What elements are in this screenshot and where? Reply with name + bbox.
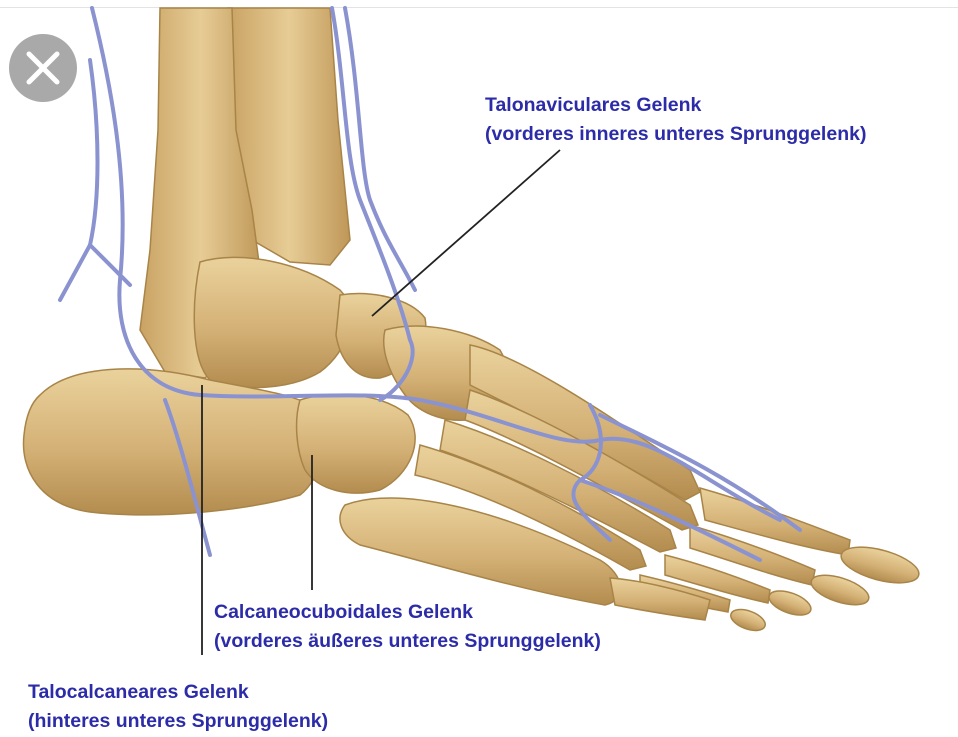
talonavicular-leader-line bbox=[372, 150, 560, 316]
cuboid-bone bbox=[297, 394, 416, 493]
calcaneocuboid-label-title: Calcaneocuboidales Gelenk bbox=[214, 598, 601, 627]
talocalcaneal-label-subtitle: (hinteres unteres Sprunggelenk) bbox=[28, 707, 328, 736]
talonavicular-label-title: Talonaviculares Gelenk bbox=[485, 91, 866, 120]
talonavicular-label-subtitle: (vorderes inneres unteres Sprunggelenk) bbox=[485, 120, 866, 149]
talus-bone bbox=[194, 257, 350, 387]
close-button[interactable] bbox=[9, 34, 77, 102]
talonavicular-joint-label: Talonaviculares Gelenk (vorderes inneres… bbox=[485, 91, 866, 149]
talocalcaneal-label-title: Talocalcaneares Gelenk bbox=[28, 678, 328, 707]
talocalcaneal-joint-label: Talocalcaneares Gelenk (hinteres unteres… bbox=[28, 678, 328, 736]
close-icon bbox=[9, 34, 77, 102]
calcaneocuboid-joint-label: Calcaneocuboidales Gelenk (vorderes äuße… bbox=[214, 598, 601, 656]
calcaneocuboid-label-subtitle: (vorderes äußeres unteres Sprunggelenk) bbox=[214, 627, 601, 656]
